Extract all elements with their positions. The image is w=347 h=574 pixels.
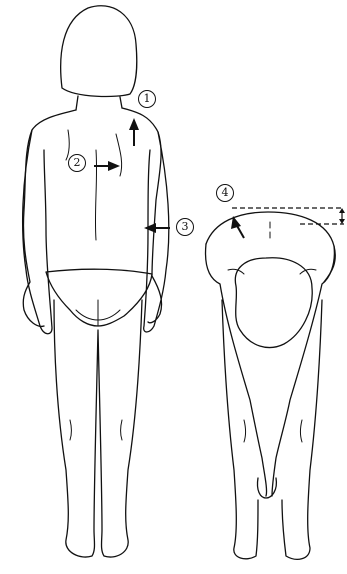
bending-figure (206, 212, 336, 559)
bending-shoulder-creases (228, 269, 316, 274)
shoulder-arrow-icon (129, 118, 139, 146)
marker-1: 1 (138, 90, 156, 108)
standing-legs (54, 300, 142, 557)
marker-4: 4 (216, 184, 234, 202)
hump-height-bracket-icon (232, 208, 345, 224)
bending-back (206, 212, 335, 282)
marker-3: 3 (176, 218, 194, 236)
bending-knee-lines (244, 420, 302, 442)
bending-left-arm (206, 244, 267, 496)
standing-neck (76, 96, 122, 110)
standing-hair (61, 6, 137, 97)
standing-figure (23, 6, 169, 557)
standing-underwear (46, 269, 152, 326)
bending-right-arm (272, 246, 334, 496)
scapula-arrow-icon (94, 161, 120, 171)
bending-hair (235, 258, 312, 348)
marker-2: 2 (68, 154, 86, 172)
standing-torso (23, 108, 161, 326)
standing-right-arm (144, 132, 169, 332)
standing-left-arm (23, 130, 52, 334)
standing-spine-line (95, 150, 96, 240)
standing-left-scapula (66, 130, 69, 160)
rib-hump-arrow-icon (231, 216, 244, 238)
standing-scapula-line (116, 134, 122, 176)
bending-legs (222, 300, 322, 559)
